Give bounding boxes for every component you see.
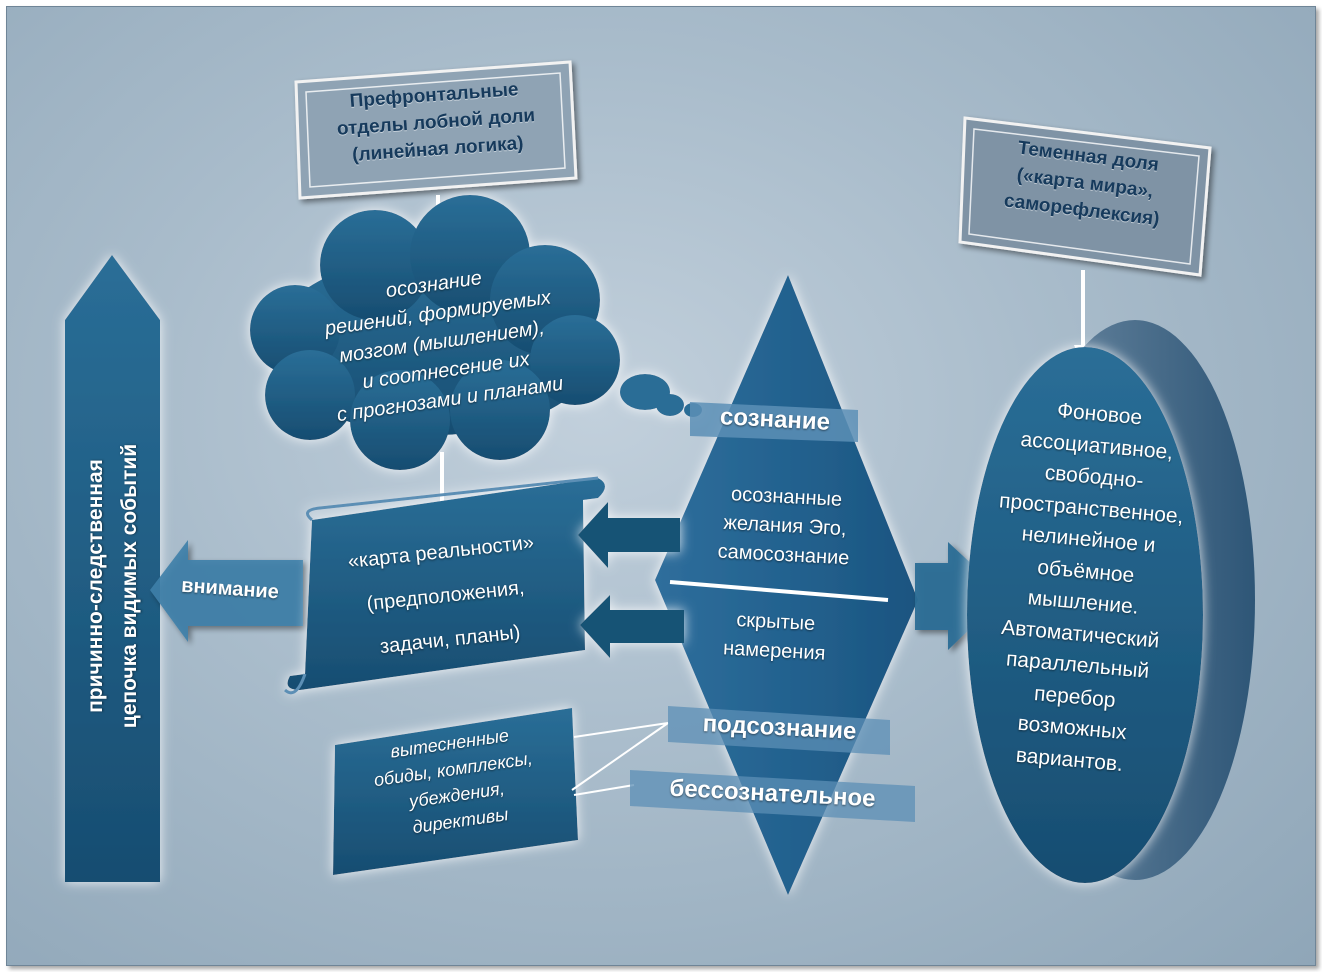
background-thinking-ellipse [967,320,1255,883]
thought-cloud [250,195,702,470]
prefrontal-box-shape [294,60,578,200]
suppressed-box-shape [333,708,578,875]
causal-chain-arrow [65,255,160,882]
ellipse-text: Фоновое ассоциативное, свободно- простра… [951,388,1218,785]
causal-chain-text: причинно-следственная цепочка видимых со… [79,391,147,781]
causal-chain-line1: причинно-следственная [84,459,107,713]
arrow-diamond-to-ellipse [915,542,1005,650]
arrow-desires-to-scroll [578,502,680,568]
conscious-desires-text: осознанные желания Эго, самосознание [688,478,882,575]
hidden-intentions-text: скрытые намерения [689,604,862,671]
arrow-intentions-to-scroll [580,595,684,658]
causal-chain-line2: цепочка видимых событий [118,443,141,729]
parietal-box-shape [958,116,1212,277]
attention-arrow [150,540,303,642]
level-label-backgrounds [630,402,915,822]
reality-map-scroll [283,476,605,695]
